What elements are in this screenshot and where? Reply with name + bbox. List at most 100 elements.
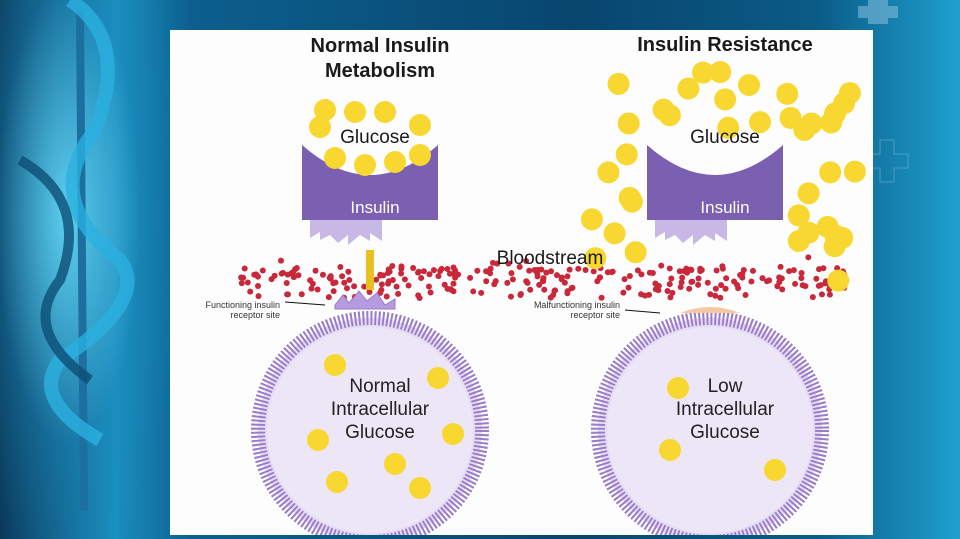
malfunctioning-receptor bbox=[680, 307, 740, 313]
blood-cell bbox=[378, 281, 385, 288]
glucose-molecule bbox=[793, 118, 816, 141]
blood-cell bbox=[508, 270, 515, 277]
blood-cell bbox=[748, 278, 755, 285]
blood-cell bbox=[792, 280, 799, 287]
blood-cell bbox=[634, 267, 641, 274]
blood-cell bbox=[798, 270, 805, 277]
blood-cell bbox=[731, 278, 738, 285]
glucose-molecule bbox=[580, 208, 603, 231]
blood-cell bbox=[259, 267, 266, 274]
blood-cell bbox=[553, 272, 560, 279]
functioning-receptor bbox=[334, 290, 396, 310]
blood-cell bbox=[712, 292, 719, 299]
blood-cell bbox=[608, 269, 615, 276]
blood-cell bbox=[284, 271, 291, 278]
blood-cell bbox=[290, 274, 297, 281]
right-glucose-label: Glucose bbox=[690, 127, 760, 148]
blood-cell bbox=[293, 265, 300, 272]
blood-cell bbox=[450, 288, 457, 295]
blood-cell bbox=[427, 289, 434, 296]
intracellular-glucose bbox=[764, 459, 786, 481]
blood-cell bbox=[254, 283, 261, 290]
blood-cell bbox=[759, 275, 766, 282]
blood-cell bbox=[649, 270, 656, 277]
blood-cell bbox=[813, 275, 820, 282]
glucose-molecule bbox=[615, 143, 638, 166]
blood-cell bbox=[524, 279, 531, 286]
cell-interior bbox=[607, 327, 813, 533]
glucose-molecule bbox=[827, 269, 850, 292]
blood-cell bbox=[536, 281, 543, 288]
blood-cell bbox=[677, 284, 684, 291]
blood-cell bbox=[425, 283, 432, 290]
glucose-molecule bbox=[409, 144, 431, 166]
glucose-molecule bbox=[737, 73, 760, 96]
blood-cell bbox=[430, 267, 437, 274]
blood-cell bbox=[395, 290, 402, 297]
blood-cell bbox=[798, 275, 805, 282]
glucose-molecule bbox=[603, 222, 626, 245]
blood-cell bbox=[664, 287, 671, 294]
blood-cell bbox=[666, 265, 673, 272]
left-glucose-label: Glucose bbox=[340, 127, 410, 148]
blood-cell bbox=[491, 281, 498, 288]
blood-cell bbox=[271, 272, 278, 279]
blood-cell bbox=[686, 285, 693, 292]
blood-cell bbox=[547, 294, 554, 301]
blood-cell bbox=[543, 269, 550, 276]
blood-cell bbox=[337, 263, 344, 270]
intracellular-glucose bbox=[442, 423, 464, 445]
right-cell-label: Low Intracellular Glucose bbox=[675, 376, 775, 443]
blood-cell bbox=[818, 291, 825, 298]
blood-cell bbox=[295, 272, 302, 279]
blood-cell bbox=[327, 273, 334, 280]
glucose-molecule bbox=[354, 154, 376, 176]
blood-cell bbox=[238, 280, 245, 287]
blood-cell bbox=[688, 266, 695, 273]
blood-cell bbox=[582, 266, 589, 273]
glucose-molecule bbox=[677, 77, 700, 100]
glucose-molecule bbox=[374, 101, 396, 123]
intracellular-glucose bbox=[427, 367, 449, 389]
glucose-molecule bbox=[819, 161, 842, 184]
blood-cell bbox=[695, 275, 702, 282]
blood-cell bbox=[240, 274, 247, 281]
glucose-molecule bbox=[309, 116, 331, 138]
blood-cell bbox=[805, 254, 812, 261]
blood-cell bbox=[527, 286, 534, 293]
blood-cell bbox=[280, 269, 287, 276]
blood-cell bbox=[441, 281, 448, 288]
blood-cell bbox=[749, 267, 756, 274]
blood-cell bbox=[517, 291, 524, 298]
blood-cell bbox=[509, 276, 516, 283]
blood-cell bbox=[312, 267, 319, 274]
blood-cell bbox=[426, 271, 433, 278]
insulin-receptor-binding bbox=[655, 220, 727, 245]
blood-cell bbox=[516, 263, 523, 270]
right-insulin-label: Insulin bbox=[700, 198, 750, 217]
blood-cell bbox=[487, 270, 494, 277]
glucose-molecule bbox=[709, 61, 732, 84]
blood-cell bbox=[415, 292, 422, 299]
blood-cell bbox=[638, 291, 645, 298]
glucose-molecule bbox=[384, 151, 406, 173]
glucose-molecule bbox=[748, 111, 771, 134]
blood-cell bbox=[625, 284, 632, 291]
blood-cell bbox=[366, 288, 373, 295]
intracellular-glucose bbox=[409, 477, 431, 499]
blood-cell bbox=[596, 274, 603, 281]
blood-cell bbox=[655, 282, 662, 289]
blood-cell bbox=[405, 282, 412, 289]
blood-cell bbox=[437, 268, 444, 275]
blood-cell bbox=[474, 267, 481, 274]
glucose-molecule bbox=[838, 82, 861, 105]
blood-cell bbox=[467, 274, 474, 281]
blood-cell bbox=[713, 267, 720, 274]
glucose-molecule bbox=[409, 114, 431, 136]
blood-cell bbox=[668, 275, 675, 282]
intracellular-glucose bbox=[326, 471, 348, 493]
blood-cell bbox=[298, 291, 305, 298]
blood-cell bbox=[718, 282, 725, 289]
blood-cell bbox=[774, 283, 781, 290]
arrow bbox=[284, 301, 326, 306]
